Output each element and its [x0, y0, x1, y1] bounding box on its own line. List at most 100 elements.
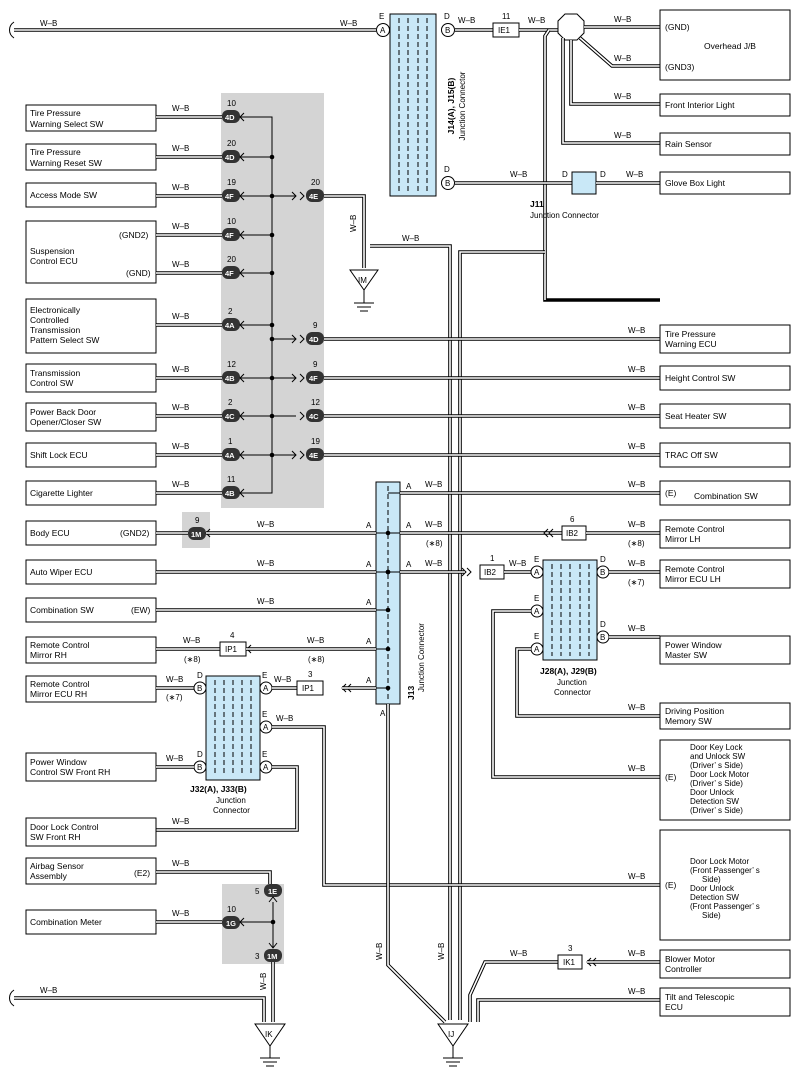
svg-text:Door Unlock: Door Unlock — [690, 884, 735, 893]
svg-text:W–B: W–B — [425, 559, 442, 568]
svg-text:Power Window: Power Window — [30, 757, 88, 767]
svg-text:and Unlock SW: and Unlock SW — [690, 752, 746, 761]
svg-text:1M: 1M — [191, 530, 201, 539]
wire-break-top — [9, 21, 15, 39]
svg-text:Warning Select SW: Warning Select SW — [30, 119, 103, 129]
svg-text:(GND2): (GND2) — [119, 230, 148, 240]
svg-text:Assembly: Assembly — [30, 871, 68, 881]
svg-text:E: E — [534, 632, 539, 641]
svg-text:11: 11 — [227, 475, 236, 484]
svg-text:W–B: W–B — [437, 943, 446, 960]
svg-text:Opener/Closer SW: Opener/Closer SW — [30, 417, 101, 427]
svg-text:IM: IM — [358, 276, 367, 285]
svg-text:Warning Reset SW: Warning Reset SW — [30, 158, 102, 168]
svg-text:Transmission: Transmission — [30, 325, 80, 335]
access-mode-box — [25, 182, 157, 208]
svg-text:Tire Pressure: Tire Pressure — [30, 147, 81, 157]
svg-text:Detection SW: Detection SW — [690, 797, 739, 806]
svg-text:Controlled: Controlled — [30, 315, 69, 325]
svg-text:W–B: W–B — [166, 754, 183, 763]
svg-text:Side): Side) — [702, 911, 721, 920]
svg-text:Height Control SW: Height Control SW — [665, 373, 735, 383]
svg-text:Mirror LH: Mirror LH — [665, 534, 700, 544]
svg-text:W–B: W–B — [628, 520, 645, 529]
svg-text:4A: 4A — [225, 321, 235, 330]
svg-text:Shift Lock ECU: Shift Lock ECU — [30, 450, 88, 460]
svg-text:Driving Position: Driving Position — [665, 706, 724, 716]
driving-position-box — [659, 702, 791, 730]
svg-text:E: E — [534, 555, 539, 564]
svg-text:Front Interior Light: Front Interior Light — [665, 100, 735, 110]
svg-text:W–B: W–B — [172, 480, 189, 489]
svg-text:W–B: W–B — [375, 943, 384, 960]
svg-text:(∗8): (∗8) — [184, 655, 201, 664]
svg-text:4E: 4E — [309, 192, 318, 201]
svg-text:W–B: W–B — [628, 480, 645, 489]
svg-text:W–B: W–B — [259, 973, 268, 990]
svg-text:W–B: W–B — [172, 859, 189, 868]
power-window-master-box — [659, 635, 791, 665]
svg-text:Electronically: Electronically — [30, 305, 81, 315]
ground-im — [349, 269, 379, 291]
svg-text:Mirror ECU RH: Mirror ECU RH — [30, 689, 87, 699]
svg-text:4F: 4F — [225, 269, 234, 278]
svg-text:(E): (E) — [665, 488, 677, 498]
junction-j14 — [389, 13, 437, 197]
j14-name: J14(A), J15(B) — [446, 77, 456, 134]
svg-text:Pattern Select SW: Pattern Select SW — [30, 335, 99, 345]
svg-text:6: 6 — [570, 515, 575, 524]
svg-text:Mirror RH: Mirror RH — [30, 650, 67, 660]
svg-text:(∗8): (∗8) — [308, 655, 325, 664]
svg-text:Body ECU: Body ECU — [30, 528, 70, 538]
svg-text:(GND3): (GND3) — [665, 62, 694, 72]
connector-1m — [188, 527, 206, 540]
svg-text:Memory SW: Memory SW — [665, 716, 712, 726]
svg-text:B: B — [445, 26, 450, 35]
svg-text:W–B: W–B — [274, 675, 291, 684]
mirror-ecu-lh-box — [659, 559, 791, 589]
svg-text:Remote Control: Remote Control — [30, 640, 90, 650]
rain-sensor-box — [659, 132, 791, 156]
svg-text:10: 10 — [227, 99, 236, 108]
svg-text:3: 3 — [255, 952, 260, 961]
svg-text:Control SW Front RH: Control SW Front RH — [30, 767, 110, 777]
svg-text:A: A — [263, 723, 269, 732]
svg-text:4B: 4B — [225, 489, 235, 498]
svg-text:(E): (E) — [665, 880, 677, 890]
svg-text:(EW): (EW) — [131, 605, 151, 615]
svg-text:3: 3 — [308, 670, 313, 679]
svg-text:W–B: W–B — [510, 949, 527, 958]
svg-text:9: 9 — [195, 516, 200, 525]
svg-text:E: E — [262, 750, 267, 759]
ground-ij — [437, 1023, 469, 1047]
svg-text:10: 10 — [227, 905, 236, 914]
pin-e: E — [379, 12, 384, 21]
svg-text:B: B — [445, 179, 450, 188]
svg-text:A: A — [406, 560, 412, 569]
svg-text:Junction Connector: Junction Connector — [530, 211, 599, 220]
svg-text:A: A — [366, 637, 372, 646]
svg-text:B: B — [600, 633, 605, 642]
svg-text:Detection SW: Detection SW — [690, 893, 739, 902]
svg-text:SW Front RH: SW Front RH — [30, 832, 81, 842]
seat-heater-box — [659, 403, 791, 429]
svg-text:E: E — [262, 710, 267, 719]
connector-1m-b — [264, 949, 282, 962]
svg-text:A: A — [366, 598, 372, 607]
svg-text:Combination SW: Combination SW — [694, 491, 758, 501]
svg-text:4C: 4C — [309, 412, 319, 421]
svg-text:J11: J11 — [530, 199, 544, 209]
svg-text:A: A — [406, 482, 412, 491]
svg-text:(Front Passenger’ s: (Front Passenger’ s — [690, 866, 760, 875]
svg-text:Connector: Connector — [213, 806, 250, 815]
svg-text:Auto Wiper ECU: Auto Wiper ECU — [30, 567, 92, 577]
svg-text:4D: 4D — [309, 335, 319, 344]
svg-text:J13: J13 — [406, 686, 416, 700]
svg-text:A: A — [380, 709, 386, 718]
svg-text:Tilt and Telescopic: Tilt and Telescopic — [665, 992, 735, 1002]
svg-text:W–B: W–B — [425, 480, 442, 489]
svg-text:Rain Sensor: Rain Sensor — [665, 139, 712, 149]
svg-text:W–B: W–B — [614, 131, 631, 140]
